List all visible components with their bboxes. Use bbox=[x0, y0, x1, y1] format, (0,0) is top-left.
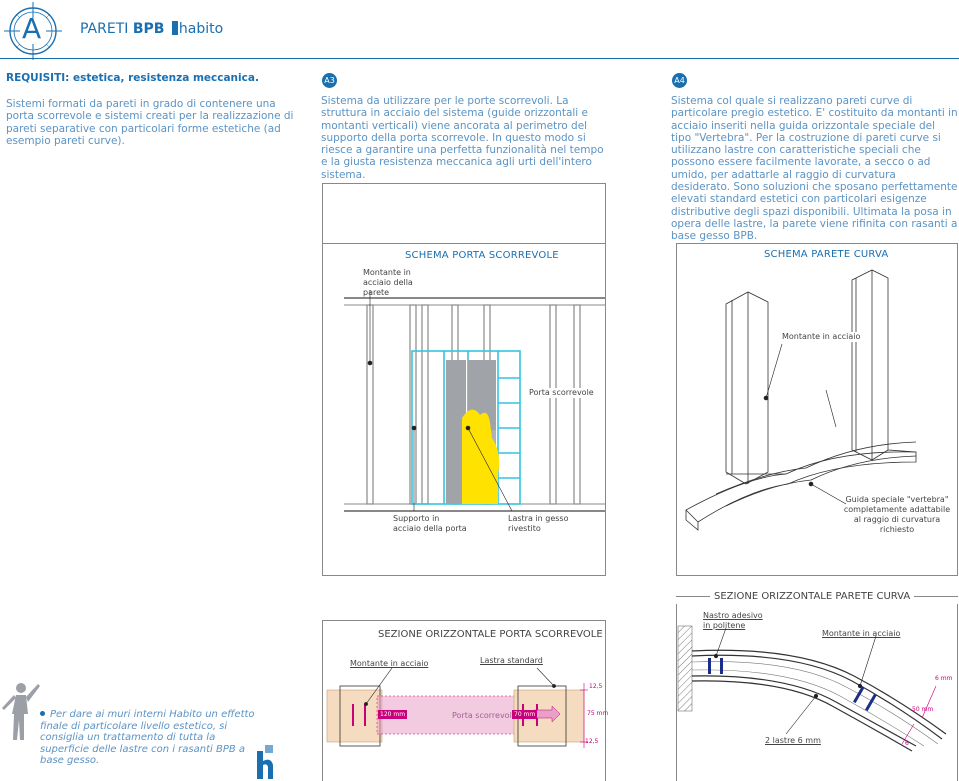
sezione-porta-title: SEZIONE ORIZZONTALE PORTA SCORREVOLE bbox=[378, 629, 603, 640]
a4-text: Sistema col quale si realizzano pareti c… bbox=[671, 95, 958, 243]
section-letter: A bbox=[22, 12, 42, 45]
schema-porta-cap-line bbox=[322, 243, 606, 244]
sezione-curva-drawing bbox=[677, 625, 947, 752]
page-title: PARETI BPB habito bbox=[80, 21, 223, 37]
schema-curva-frame bbox=[676, 243, 958, 576]
schema-porta-drawing bbox=[344, 290, 606, 512]
label-montante-parete: Montante in acciaio della parete bbox=[363, 268, 413, 297]
title-bold: BPB bbox=[132, 21, 165, 37]
label-porta-scorrevole: Porta scorrevole bbox=[527, 388, 596, 398]
compass-logo-icon bbox=[4, 2, 62, 60]
habito-logo-icon bbox=[171, 21, 178, 35]
sezione-curva-frame bbox=[676, 604, 958, 781]
dim-12-5-top: 12,5 bbox=[589, 683, 603, 690]
sezione-porta-drawing bbox=[326, 668, 588, 748]
brand-mark: habito bbox=[171, 21, 224, 37]
note-text: Per dare ai muri interni Habito un effet… bbox=[40, 709, 255, 766]
label-2-lastre: 2 lastre 6 mm bbox=[765, 736, 821, 745]
label-supporto-porta: Supporto in acciaio della porta bbox=[393, 514, 467, 533]
person-figure-icon bbox=[2, 683, 40, 740]
badge-a4: A4 bbox=[672, 73, 687, 88]
schema-curva-title: SCHEMA PARETE CURVA bbox=[760, 249, 893, 260]
label-montante-curva: Montante in acciaio bbox=[782, 332, 861, 342]
label-guida-vertebra: Guida speciale "vertebra" completamente … bbox=[843, 495, 951, 534]
label-lastra-gesso: Lastra in gesso rivestito bbox=[508, 514, 569, 533]
header-divider bbox=[0, 58, 959, 59]
brand-name: habito bbox=[178, 21, 224, 37]
requisiti-text: Sistemi formati da pareti in grado di co… bbox=[6, 98, 294, 147]
habito-footer-logo-icon bbox=[257, 745, 273, 779]
a3-text: Sistema da utilizzare per le porte scorr… bbox=[321, 95, 604, 181]
header: A PARETI BPB habito bbox=[0, 0, 959, 60]
dim-75: 75 mm bbox=[587, 710, 609, 717]
label-porta-sezione: Porta scorrevole bbox=[452, 711, 517, 720]
sezione-porta-frame bbox=[322, 620, 606, 781]
label-nastro-adesivo: Nastro adesivo in politene bbox=[703, 611, 763, 630]
requisiti-title: REQUISITI: estetica, resistenza meccanic… bbox=[6, 72, 259, 84]
dim-50mm: 50 mm bbox=[912, 706, 934, 713]
schema-curva-top-line bbox=[676, 243, 958, 244]
label-lastra-standard: Lastra standard bbox=[480, 656, 543, 665]
title-prefix: PARETI bbox=[80, 21, 133, 37]
badge-a3: A3 bbox=[322, 73, 337, 88]
schema-porta-frame bbox=[322, 183, 606, 576]
dim-6mm-top: 6 mm bbox=[935, 675, 953, 682]
dim-120: 120 mm bbox=[378, 710, 408, 719]
note-bullet-icon bbox=[40, 711, 45, 716]
dim-6-bottom: 6 bbox=[905, 740, 909, 747]
dim-12-5-bottom: 12,5 bbox=[585, 738, 599, 745]
schema-porta-title: SCHEMA PORTA SCORREVOLE bbox=[405, 250, 559, 261]
label-montante-curva-sezione: Montante in acciaio bbox=[822, 629, 901, 638]
schema-curva-drawing bbox=[685, 269, 917, 531]
label-montante-sezione: Montante in acciaio bbox=[350, 659, 429, 668]
sezione-curva-title: SEZIONE ORIZZONTALE PARETE CURVA bbox=[710, 591, 915, 602]
dim-70: 70 mm bbox=[512, 710, 538, 719]
